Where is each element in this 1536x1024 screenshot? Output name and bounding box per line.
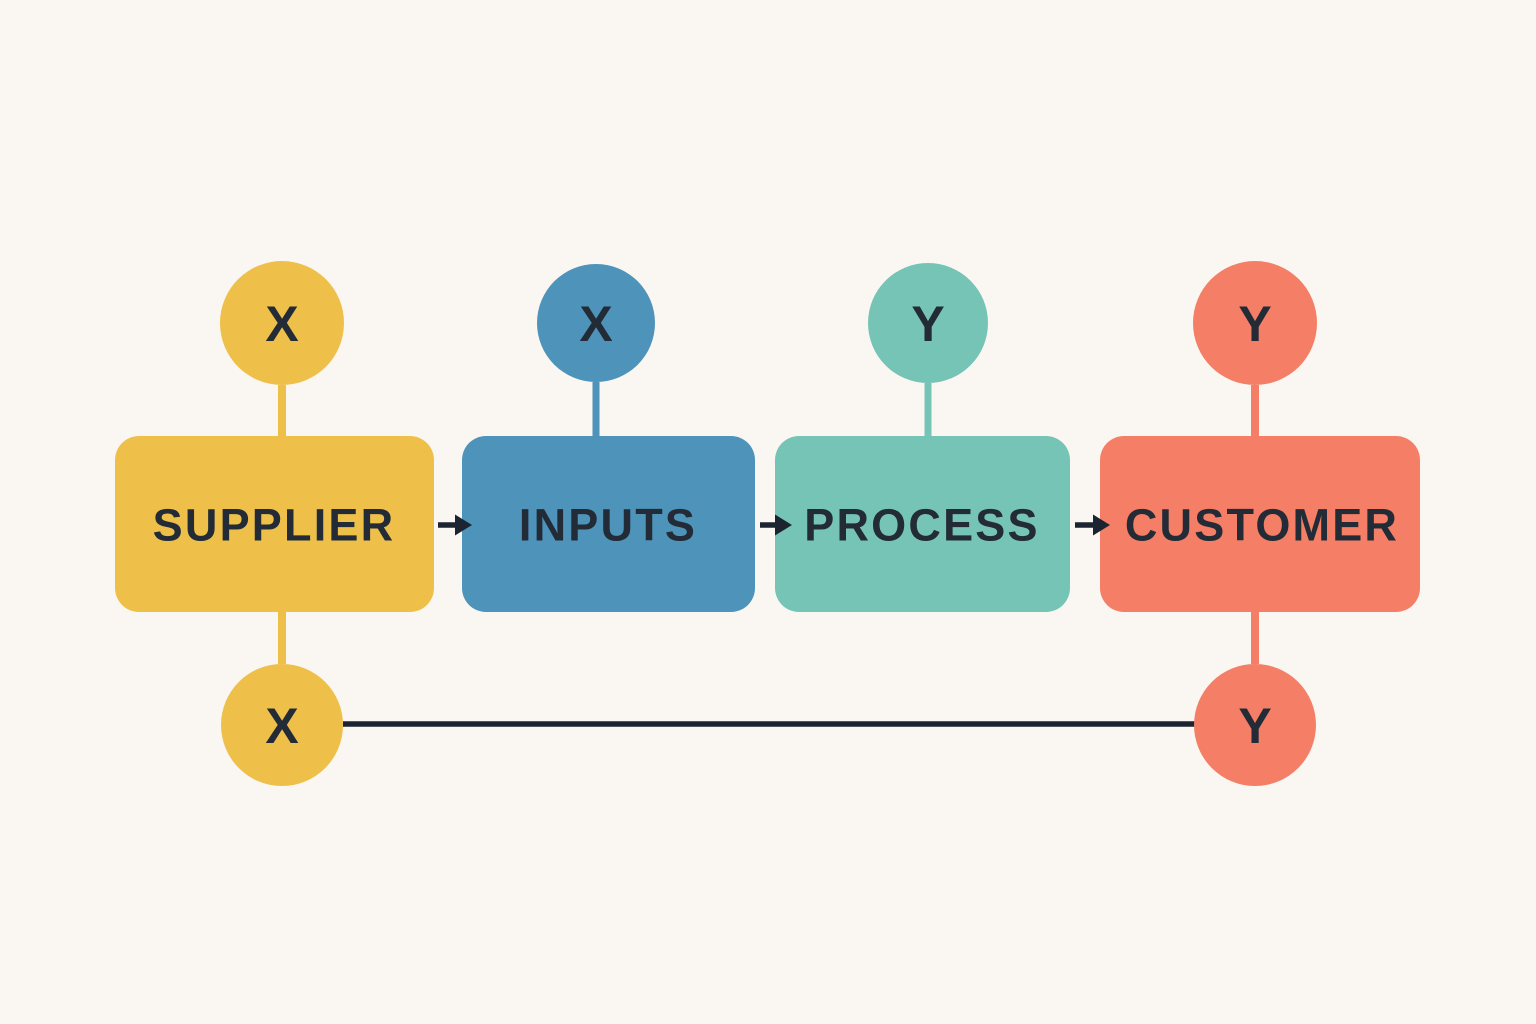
node-letter-supplier-top: X <box>265 296 298 352</box>
arrow-inputs-process-head <box>775 514 792 536</box>
stage-box-supplier[interactable] <box>115 436 434 612</box>
flow-arrows-layer <box>438 514 1110 536</box>
labels-layer: SUPPLIER X X INPUTS X PROCESS Y CUSTOMER Y Y <box>153 296 1399 754</box>
node-circle-customer-bottom[interactable] <box>1194 664 1316 786</box>
node-letter-process-top: Y <box>911 296 944 352</box>
node-letter-customer-bottom: Y <box>1238 698 1271 754</box>
arrow-supplier-inputs-shaft <box>438 522 456 528</box>
connector-stems-layer <box>278 382 1259 664</box>
node-circles-layer <box>220 261 1317 786</box>
arrow-process-customer-head <box>1093 514 1110 536</box>
stage-box-process[interactable] <box>775 436 1070 612</box>
stage-label-supplier: SUPPLIER <box>153 500 396 551</box>
node-letter-supplier-bottom: X <box>265 698 298 754</box>
node-letter-inputs-top: X <box>579 296 612 352</box>
stage-label-inputs: INPUTS <box>519 500 697 551</box>
arrow-process-customer[interactable] <box>1075 514 1110 536</box>
node-circle-supplier-top[interactable] <box>220 261 344 385</box>
stage-box-customer[interactable] <box>1100 436 1420 612</box>
arrow-supplier-inputs[interactable] <box>438 514 472 536</box>
arrow-inputs-process-shaft <box>760 522 776 528</box>
node-circle-supplier-bottom[interactable] <box>221 664 343 786</box>
arrow-process-customer-shaft <box>1075 522 1094 528</box>
node-circle-process-top[interactable] <box>868 263 988 383</box>
arrow-supplier-inputs-head <box>455 514 472 536</box>
node-circle-inputs-top[interactable] <box>537 264 655 382</box>
stage-boxes-layer <box>115 436 1420 612</box>
stage-box-inputs[interactable] <box>462 436 755 612</box>
stage-label-customer: CUSTOMER <box>1125 500 1399 551</box>
arrow-inputs-process[interactable] <box>760 514 792 536</box>
node-letter-customer-top: Y <box>1238 296 1271 352</box>
stage-label-process: PROCESS <box>804 500 1039 551</box>
node-circle-customer-top[interactable] <box>1193 261 1317 385</box>
